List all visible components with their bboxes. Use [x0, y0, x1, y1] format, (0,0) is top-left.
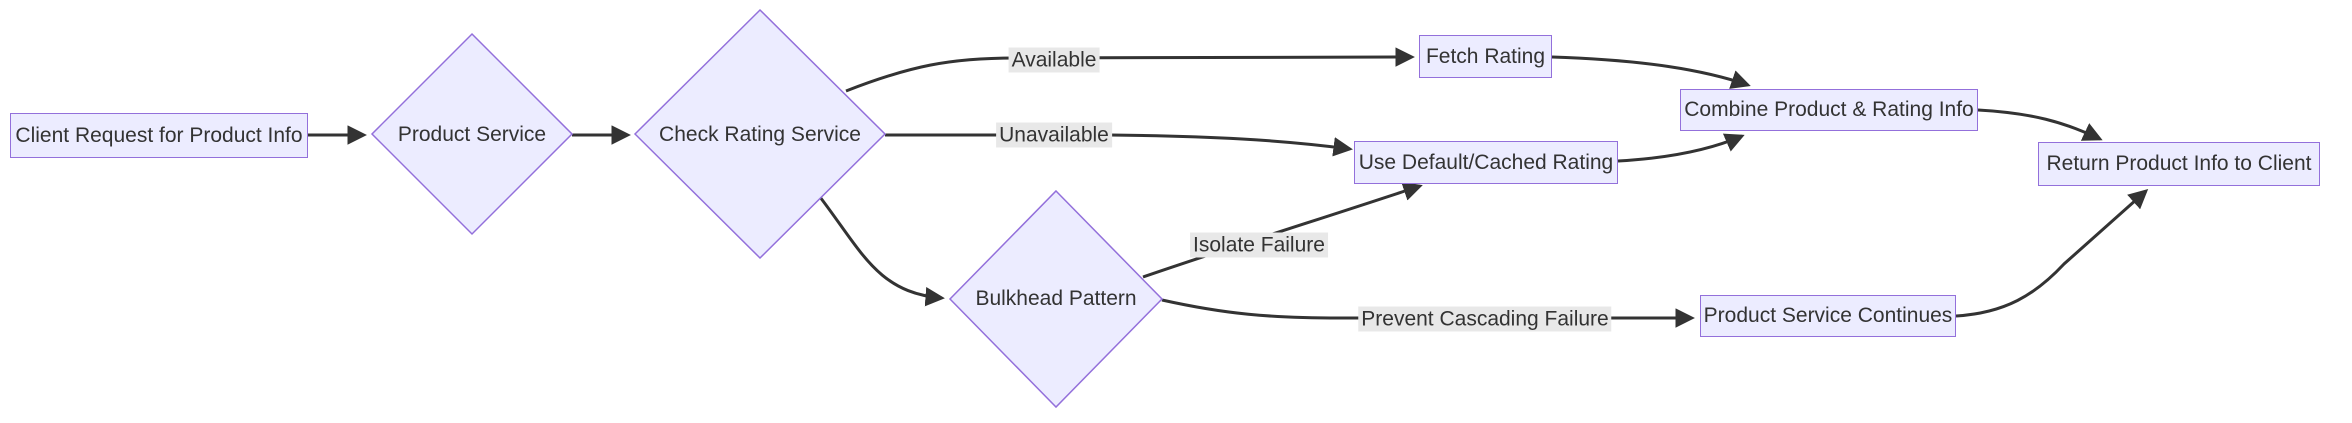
- node-product-service-label: Product Service: [397, 123, 547, 146]
- node-product-service-shape: [370, 32, 574, 236]
- edge-fetch-rating-to-combine: [1551, 55, 1751, 89]
- node-fetch-rating: Fetch Rating: [1419, 35, 1552, 78]
- edge-psc-to-return: [1955, 189, 2149, 318]
- edge-use-default-to-combine: [1617, 133, 1745, 163]
- edge-check-rating-to-fetch-rating: [845, 47, 1415, 93]
- node-check-rating-shape: [633, 8, 887, 260]
- node-bulkhead-label: Bulkhead Pattern: [975, 287, 1137, 310]
- edge-label-unavailable: Unavailable: [996, 122, 1112, 148]
- node-bulkhead-shape: [948, 189, 1164, 409]
- edge-label-available: Available: [1008, 47, 1100, 73]
- node-psc: Product Service Continues: [1700, 295, 1956, 337]
- edge-label-isolate-failure: Isolate Failure: [1190, 232, 1328, 258]
- edge-bulkhead-to-use-default: [1142, 181, 1423, 279]
- edge-bulkhead-to-psc: [1161, 298, 1695, 328]
- edge-check-rating-to-use-default: [885, 133, 1353, 157]
- node-client-request: Client Request for Product Info: [10, 113, 308, 158]
- node-return: Return Product Info to Client: [2038, 142, 2320, 186]
- node-combine: Combine Product & Rating Info: [1680, 89, 1978, 131]
- edge-check-rating-to-bulkhead: [818, 196, 945, 307]
- node-use-default: Use Default/Cached Rating: [1354, 141, 1618, 184]
- node-check-rating-label: Check Rating Service: [659, 123, 861, 146]
- edge-combine-to-return: [1977, 108, 2103, 141]
- edge-label-prevent-cascading-failure: Prevent Cascading Failure: [1358, 306, 1612, 332]
